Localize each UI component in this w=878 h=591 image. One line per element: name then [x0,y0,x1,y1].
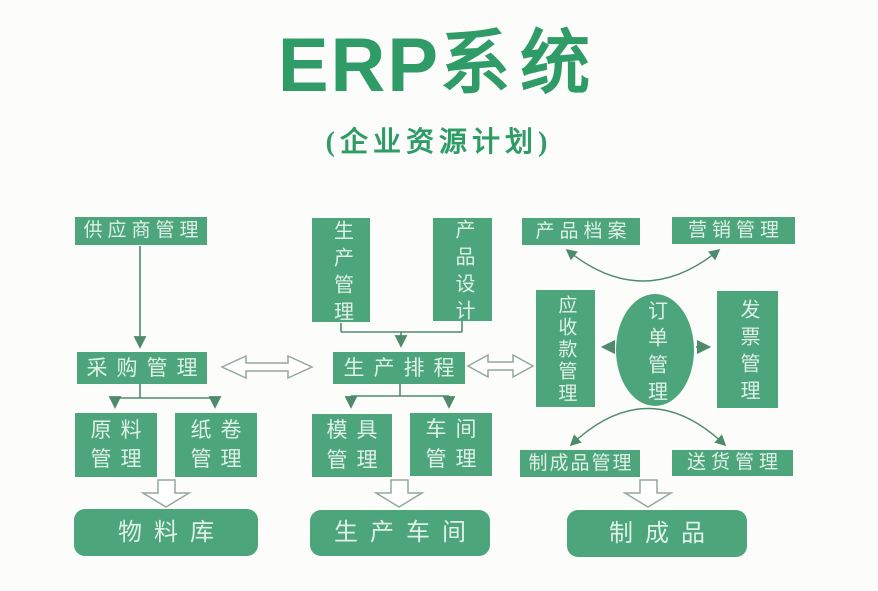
arrow-order-to-finished-and-delivery [569,407,727,447]
node-supplier-management: 供应商管理 [75,217,207,245]
node-product-archive: 产品档案 [522,218,640,245]
node-production-scheduling: 生产排程 [333,352,465,384]
node-invoice-management: 发票管理 [717,291,778,408]
double-arrow-purchasing-schedule [220,354,314,380]
node-marketing-management: 营销管理 [672,217,795,244]
node-paper-roll-management: 纸卷 管理 [175,413,257,477]
node-production-workshop: 生产车间 [310,510,490,556]
title-cjk: 系统 [440,26,601,103]
node-order-management: 订单管理 [616,294,694,408]
block-arrow-to-finished-goods [622,479,674,508]
double-arrow-schedule-receivables [466,353,535,379]
node-finished-goods: 制成品 [567,510,747,557]
node-finished-goods-management: 制成品管理 [520,450,640,477]
node-product-design: 产品设计 [433,218,492,327]
node-workshop-management: 车间 管理 [410,413,492,476]
page-subtitle: (企业资源计划) [325,127,553,158]
node-raw-material-management: 原料 管理 [75,413,157,477]
node-material-warehouse: 物料库 [74,509,258,556]
node-delivery-management: 送货管理 [672,450,793,476]
block-arrow-to-production-workshop [373,479,425,508]
node-purchasing-management: 采购管理 [77,352,207,384]
arrow-order-to-archive-and-marketing [565,248,721,282]
title-erp: ERP [277,23,441,108]
arrow-schedule-split [344,384,456,409]
node-mold-management: 模具 管理 [312,414,392,477]
page-title: ERP系统 [0,28,878,104]
arrow-purchasing-split [108,384,222,409]
arrow-merge-to-schedule [340,321,463,348]
node-accounts-receivable-management: 应收款管理 [536,290,595,407]
node-production-management: 生产管理 [312,218,370,328]
block-arrow-to-material-store [140,479,192,508]
